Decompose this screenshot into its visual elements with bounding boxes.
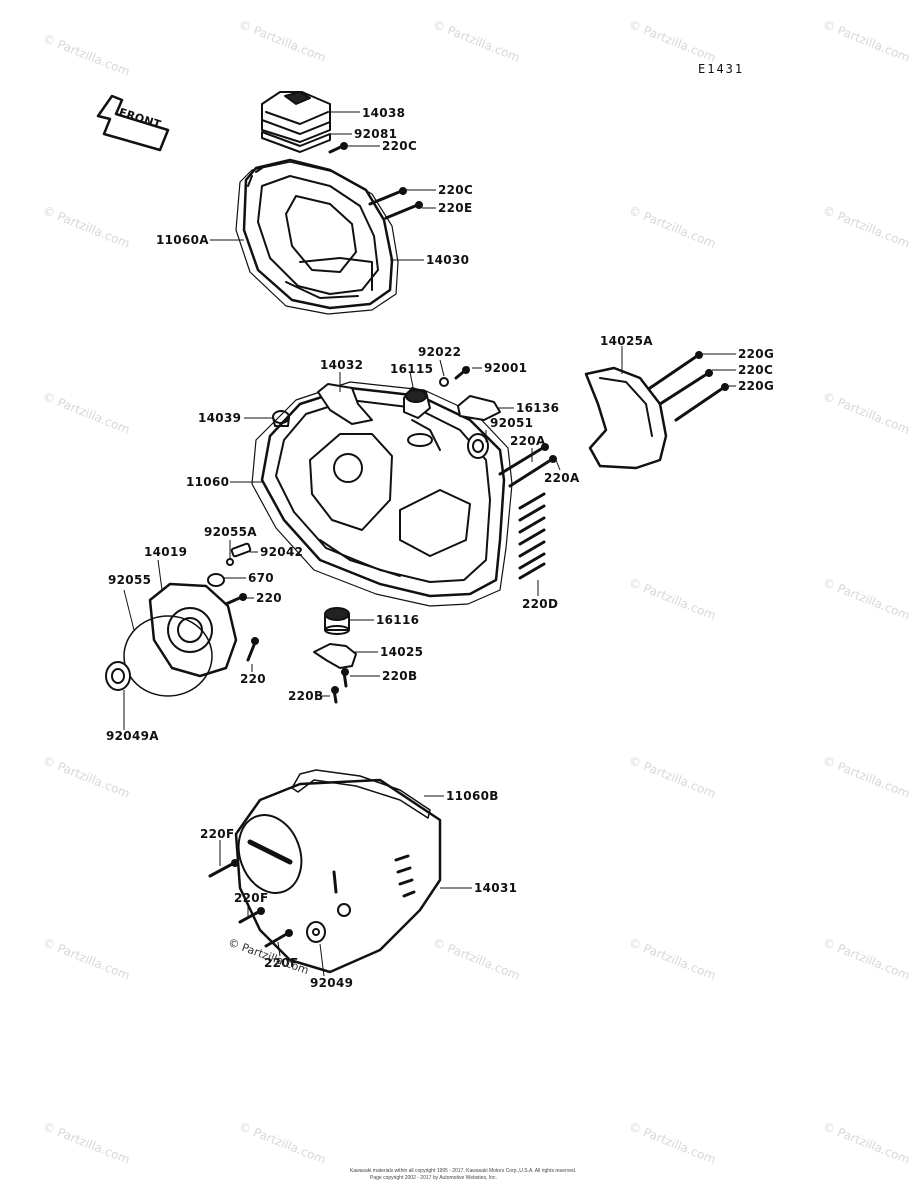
part-92022-washer (439, 377, 449, 387)
part-220F-bolt-b (238, 907, 265, 924)
part-92055A-oring (226, 558, 234, 566)
part-92049A-seal (105, 661, 131, 691)
part-92049-washer (306, 921, 326, 943)
part-label-11060[interactable]: 11060 (186, 475, 230, 489)
part-14019-pump-cover (148, 582, 238, 678)
part-label-220F[interactable]: 220F (264, 956, 299, 970)
part-label-14031[interactable]: 14031 (474, 881, 518, 895)
part-11060A-gasket (235, 161, 399, 315)
part-label-16115[interactable]: 16115 (390, 362, 434, 376)
part-670-ring (207, 573, 225, 587)
copyright-line-2: Page copyright 2002 - 2017 by Automotive… (370, 1175, 497, 1181)
part-label-92055A[interactable]: 92055A (204, 525, 257, 539)
part-label-220A[interactable]: 220A (544, 471, 580, 485)
part-220C-bolt-right (658, 369, 713, 406)
part-92081-gasket (261, 131, 331, 153)
part-label-11060B[interactable]: 11060B (446, 789, 499, 803)
part-label-92049A[interactable]: 92049A (106, 729, 159, 743)
part-label-220C[interactable]: 220C (738, 363, 774, 377)
part-16115-cap (403, 387, 431, 419)
part-11060-crankcase-cover (260, 386, 506, 598)
part-label-670[interactable]: 670 (248, 571, 274, 585)
part-92001-bolt (454, 366, 470, 380)
copyright-line-1: Kawasaki materials within all copyright … (350, 1168, 577, 1174)
part-label-220[interactable]: 220 (256, 591, 282, 605)
part-220B-bolt-b (331, 686, 339, 704)
part-label-220B[interactable]: 220B (382, 669, 418, 683)
part-label-92049[interactable]: 92049 (310, 976, 354, 990)
part-label-220F[interactable]: 220F (200, 827, 235, 841)
part-label-92081[interactable]: 92081 (354, 127, 398, 141)
diagram-code: E1431 (698, 62, 745, 76)
part-label-14030[interactable]: 14030 (426, 253, 470, 267)
part-14031-outer-cover (234, 778, 442, 974)
part-label-11060A[interactable]: 11060A (156, 233, 209, 247)
part-label-16116[interactable]: 16116 (376, 613, 420, 627)
part-label-220C[interactable]: 220C (438, 183, 474, 197)
part-label-14038[interactable]: 14038 (362, 106, 406, 120)
part-14025A-cover (584, 366, 668, 470)
part-label-92042[interactable]: 92042 (260, 545, 304, 559)
part-220E-bolt (384, 201, 423, 220)
part-label-220D[interactable]: 220D (522, 597, 559, 611)
part-label-220A[interactable]: 220A (510, 434, 546, 448)
part-220G-bolt-b (674, 383, 729, 422)
part-92042-pin (230, 542, 252, 558)
part-label-220C[interactable]: 220C (382, 139, 418, 153)
part-220C-bolt-mid (368, 187, 407, 206)
part-220C-bolt-top (328, 142, 348, 154)
part-label-220B[interactable]: 220B (288, 689, 324, 703)
part-220F-bolt-a (208, 859, 239, 878)
leader-lines (123, 111, 736, 977)
part-11060-gasket (251, 381, 513, 607)
part-label-14025[interactable]: 14025 (380, 645, 424, 659)
part-label-92022[interactable]: 92022 (418, 345, 462, 359)
part-label-14025A[interactable]: 14025A (600, 334, 653, 348)
part-220A-bolt-b (508, 455, 557, 488)
part-label-92055[interactable]: 92055 (108, 573, 152, 587)
part-220D-bolt-stack (518, 492, 546, 580)
part-label-220F[interactable]: 220F (234, 891, 269, 905)
part-220-bolt-b (246, 637, 259, 662)
part-220B-bolt-a (341, 668, 349, 688)
part-label-14039[interactable]: 14039 (198, 411, 242, 425)
front-arrow-icon (96, 94, 170, 152)
part-label-220[interactable]: 220 (240, 672, 266, 686)
part-220G-bolt-a (648, 351, 703, 390)
part-16116-damper (324, 607, 350, 635)
part-label-92051[interactable]: 92051 (490, 416, 534, 430)
part-11060B-gasket (291, 769, 431, 819)
part-label-220E[interactable]: 220E (438, 201, 473, 215)
part-220-bolt-a (224, 593, 247, 606)
part-label-14032[interactable]: 14032 (320, 358, 364, 372)
part-label-220G[interactable]: 220G (738, 379, 775, 393)
part-label-220G[interactable]: 220G (738, 347, 775, 361)
part-220A-bolt-a (498, 443, 549, 476)
part-14032-bracket (317, 383, 373, 425)
part-92055-oring (123, 615, 213, 697)
part-14030-cover (242, 158, 394, 310)
part-16136-plate (457, 395, 501, 421)
part-label-14019[interactable]: 14019 (144, 545, 188, 559)
part-label-16136[interactable]: 16136 (516, 401, 560, 415)
part-label-92001[interactable]: 92001 (484, 361, 528, 375)
part-14038-cap (261, 91, 331, 143)
part-14025-bracket (313, 643, 357, 669)
part-92051-seal (467, 433, 489, 459)
part-220F-bolt-c (264, 929, 293, 948)
part-14039-plug (272, 410, 290, 427)
